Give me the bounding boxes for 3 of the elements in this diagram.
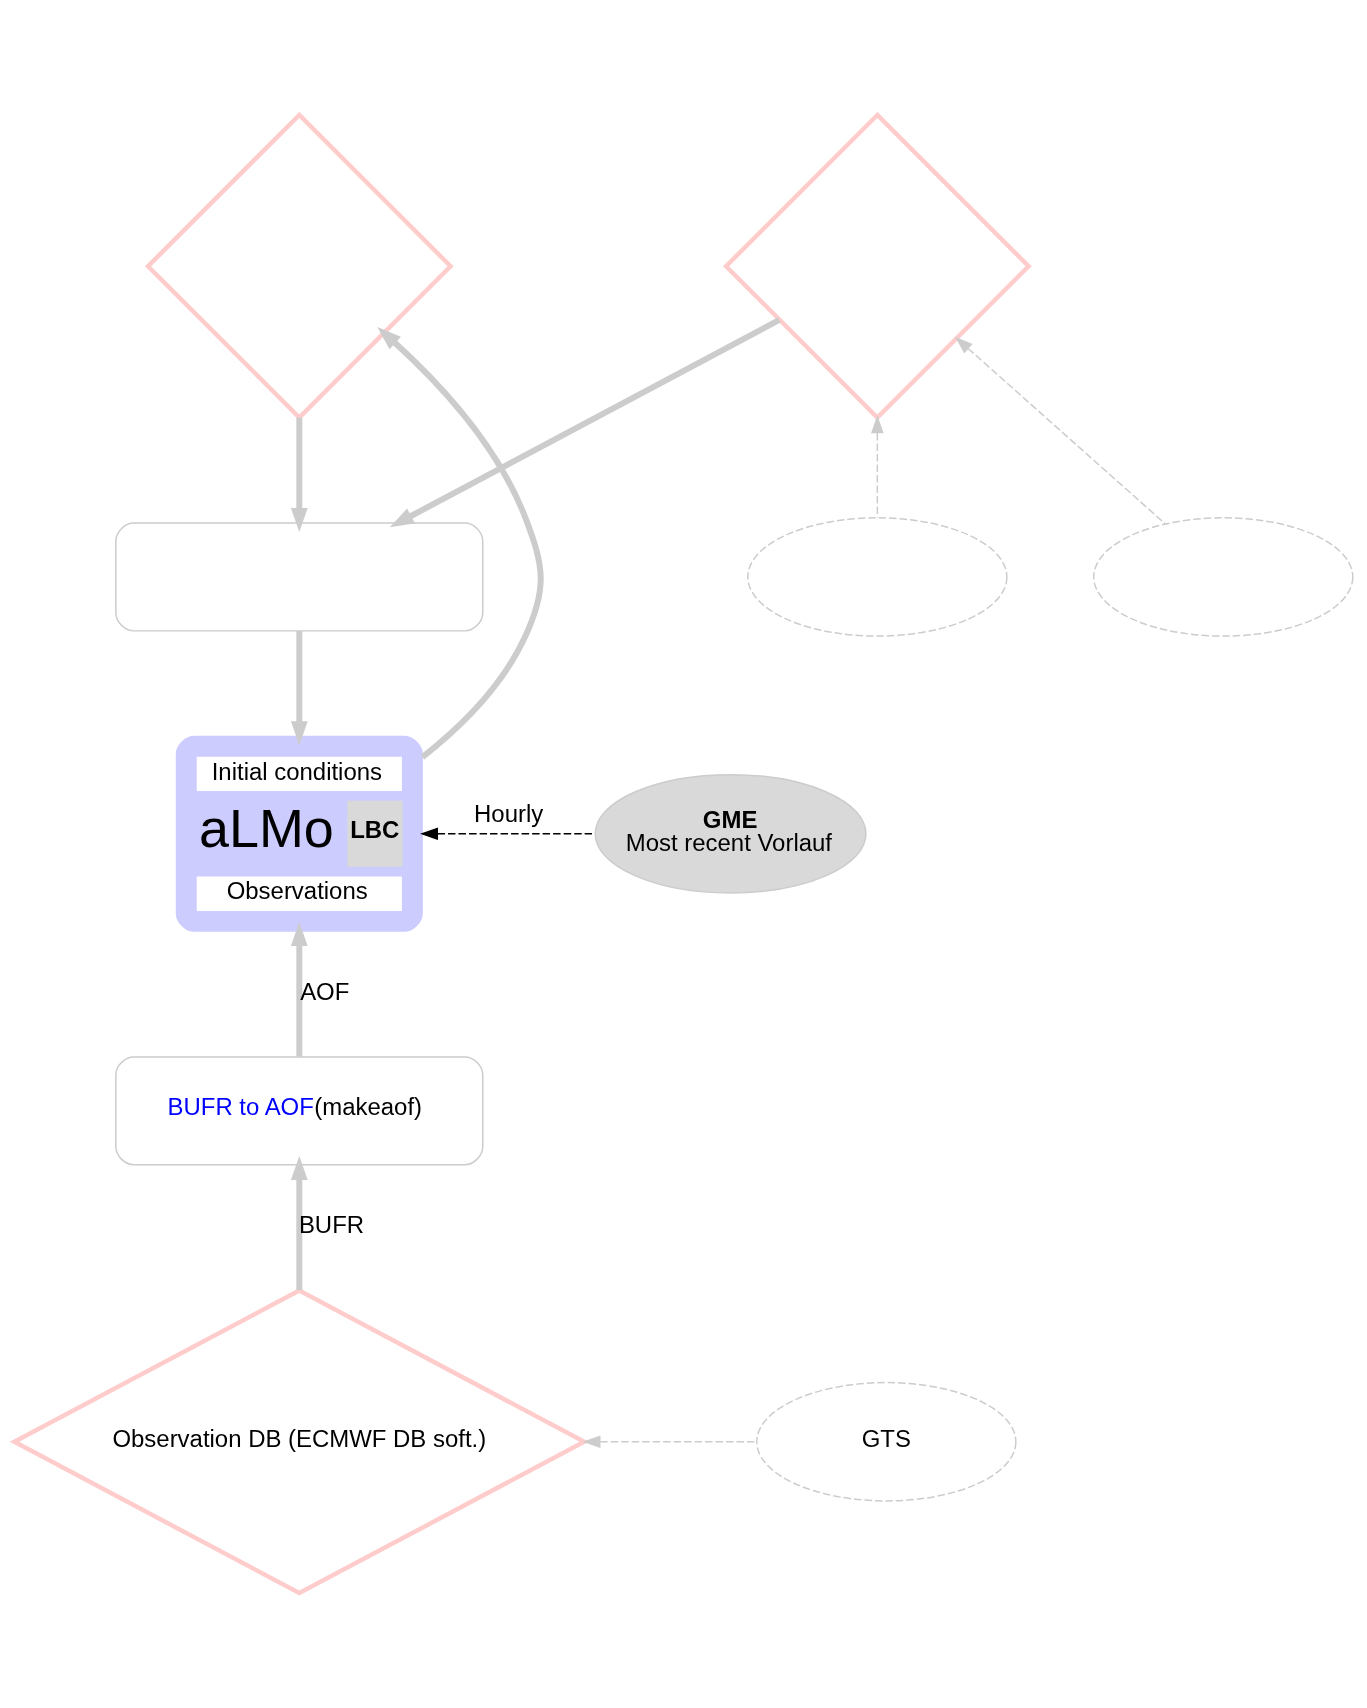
edge-label: AOF (300, 977, 350, 1005)
edge-label: Hourly (474, 799, 544, 827)
edge-label: BUFR (298, 1211, 365, 1239)
